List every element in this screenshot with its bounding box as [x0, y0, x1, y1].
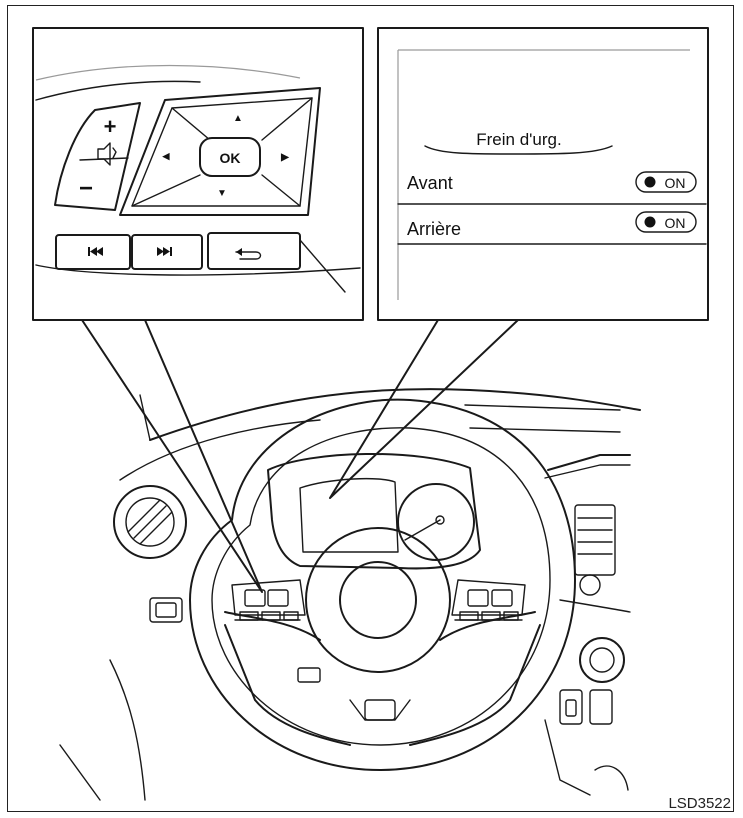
prev-track-button[interactable]: [55, 234, 131, 270]
down-button[interactable]: ▼: [217, 188, 227, 199]
up-button[interactable]: ▲: [233, 113, 243, 124]
toggle-avant[interactable]: ON: [635, 171, 697, 193]
next-track-icon: [157, 247, 172, 256]
left-button[interactable]: ◀: [162, 151, 171, 161]
volume-rocker[interactable]: + −: [54, 102, 141, 211]
center-console: [544, 454, 631, 796]
inset-display-frame: [377, 27, 709, 321]
row-label-arriere: Arrière: [407, 219, 461, 239]
next-track-button[interactable]: [131, 234, 203, 270]
toggle-dot-icon: [644, 176, 656, 188]
steering-hub: [305, 527, 451, 673]
volume-down-button[interactable]: −: [79, 175, 93, 202]
ok-button-label: OK: [220, 150, 241, 166]
instrument-cluster: [267, 452, 481, 570]
prev-track-icon: [88, 247, 103, 256]
ok-button[interactable]: [199, 137, 261, 177]
right-switch-cluster: [451, 579, 526, 621]
figure-code: LSD3522: [668, 795, 731, 812]
left-air-vent: [113, 485, 187, 559]
steering-wheel: [189, 398, 576, 771]
callout-pointers: [81, 319, 519, 593]
row-label-avant: Avant: [407, 173, 453, 193]
back-button[interactable]: [207, 232, 301, 270]
dashboard-scene: [59, 388, 641, 801]
bottom-button-row: [55, 232, 301, 270]
inset-steering-switches: + − ▲ ▼ ◀ ▶ OK: [32, 27, 364, 321]
back-icon: [235, 248, 262, 260]
toggle-arriere[interactable]: ON: [635, 211, 697, 233]
left-switch-cluster: [231, 579, 306, 621]
directional-pad[interactable]: ▲ ▼ ◀ ▶ OK: [119, 87, 321, 216]
console-switch: [559, 689, 583, 725]
toggle-avant-label: ON: [665, 175, 686, 191]
left-dash-switch: [149, 597, 183, 623]
console-knob: [579, 637, 625, 683]
toggle-dot-icon: [644, 216, 656, 228]
toggle-arriere-label: ON: [665, 215, 686, 231]
right-button[interactable]: ▶: [280, 152, 290, 163]
volume-up-button[interactable]: +: [104, 114, 117, 139]
menu-title: Frein d'urg.: [476, 130, 561, 149]
inset-display: Frein d'urg. Avant ON Arrière ON: [377, 27, 709, 321]
stalk: [297, 667, 321, 683]
speaker-icon: [97, 142, 117, 166]
